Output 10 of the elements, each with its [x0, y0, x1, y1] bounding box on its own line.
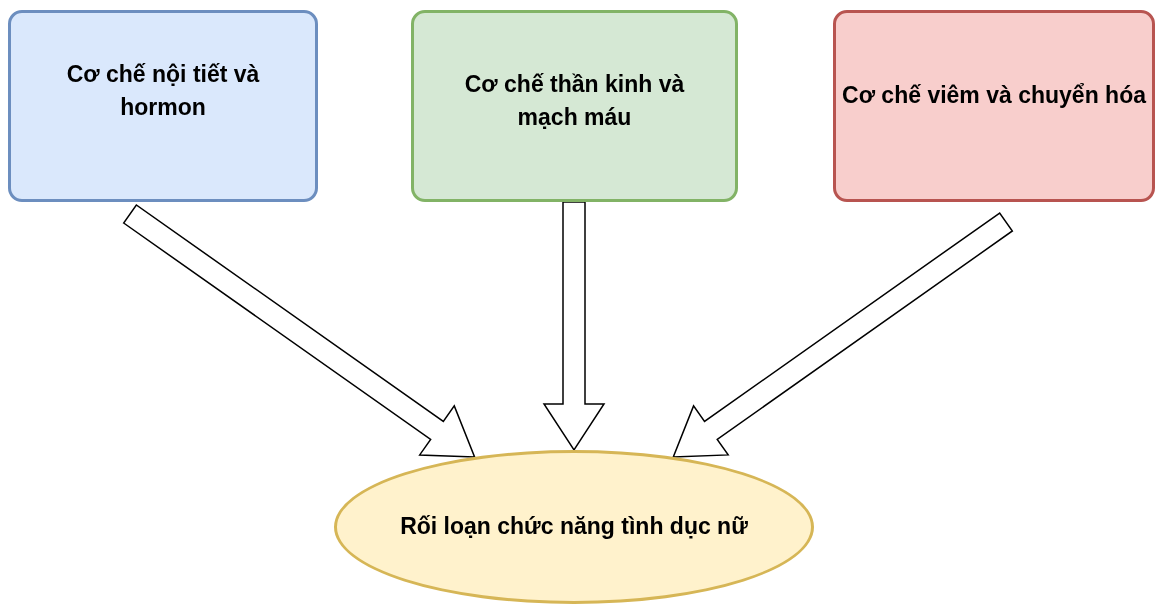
- block-arrow: [542, 201, 606, 452]
- node-label: Cơ chế nội tiết và hormon: [65, 59, 261, 122]
- mechanism-box: [833, 10, 1155, 202]
- block-arrow: [122, 203, 476, 458]
- mechanism-box: [8, 10, 318, 202]
- node-label: Rối loạn chức năng tình dục nữ: [400, 512, 748, 542]
- block-arrow: [672, 211, 1014, 458]
- node-label: Cơ chế viêm và chuyển hóa: [842, 81, 1146, 111]
- node-label: Cơ chế thần kinh và mạch máu: [463, 69, 686, 132]
- mechanism-box: [411, 10, 738, 202]
